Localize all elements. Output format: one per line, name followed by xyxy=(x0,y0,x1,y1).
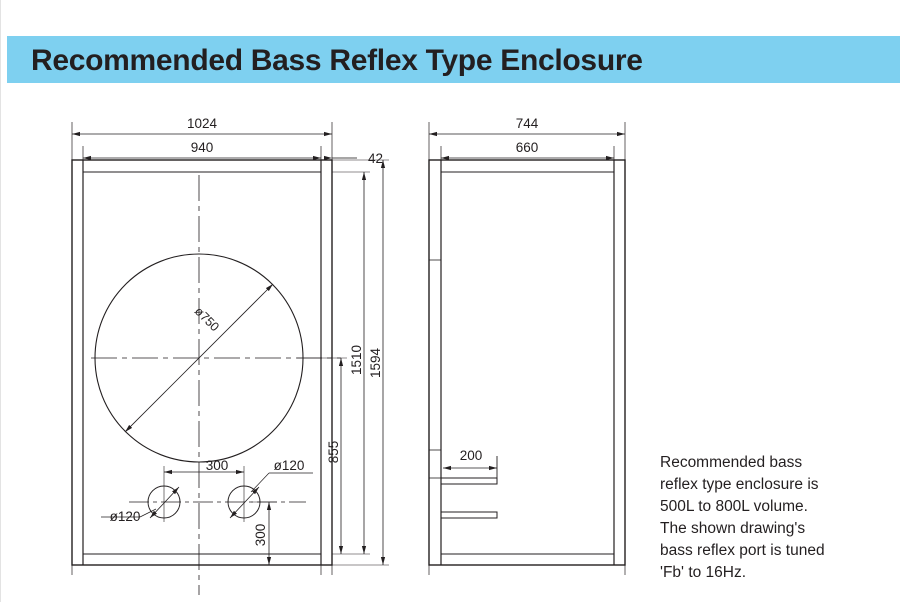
dim-overall-height xyxy=(332,159,389,566)
note-line-1: Recommended bass xyxy=(660,454,803,471)
note-line-5: bass reflex port is tuned xyxy=(660,542,825,559)
dim-inner-height xyxy=(332,171,370,555)
label-port-shelf-length: 200 xyxy=(460,448,483,463)
dimension-labels: 1024 940 42 744 660 300 ø120 ø120 200 30… xyxy=(110,116,539,546)
dim-port-bottom-offset xyxy=(251,501,277,565)
side-extension-lines xyxy=(428,122,626,575)
driver-diameter-leader xyxy=(124,283,274,433)
front-extension-lines xyxy=(71,122,333,575)
page-title: Recommended Bass Reflex Type Enclosure xyxy=(31,44,643,77)
label-port-center-height: 855 xyxy=(326,441,341,464)
title-banner xyxy=(7,36,900,83)
side-view-group xyxy=(428,122,626,575)
leader-port-left xyxy=(101,508,157,518)
label-inner-height: 1510 xyxy=(349,345,364,375)
label-inner-depth: 660 xyxy=(516,140,539,155)
note-line-2: reflex type enclosure is xyxy=(660,476,819,493)
side-inner-cavity xyxy=(440,171,615,555)
note-line-3: 500L to 800L volume. xyxy=(660,498,808,515)
label-overall-width: 1024 xyxy=(187,116,218,131)
port-shelf-upper xyxy=(440,456,498,485)
note-line-4: The shown drawing's xyxy=(660,520,806,537)
label-inner-width: 940 xyxy=(191,140,214,155)
dim-port-spacing xyxy=(163,466,245,522)
label-panel-thickness: 42 xyxy=(368,151,383,166)
front-view-group xyxy=(71,122,389,595)
note-line-6: 'Fb' to 16Hz. xyxy=(660,564,747,581)
side-outer-frame xyxy=(428,159,626,566)
front-outer-frame xyxy=(71,159,333,566)
front-inner-frame xyxy=(82,171,322,555)
leader-port-right xyxy=(250,472,313,493)
dim-port-center-height xyxy=(297,357,347,554)
label-port-spacing: 300 xyxy=(206,458,229,473)
label-port-diameter-left: ø120 xyxy=(110,509,141,524)
port-shelf-lower xyxy=(440,511,498,519)
label-overall-height: 1594 xyxy=(368,347,383,378)
label-port-diameter-right: ø120 xyxy=(274,458,305,473)
label-driver-diameter: ø750 xyxy=(192,304,222,334)
label-overall-depth: 744 xyxy=(516,116,539,131)
label-port-bottom-offset: 300 xyxy=(253,524,268,547)
